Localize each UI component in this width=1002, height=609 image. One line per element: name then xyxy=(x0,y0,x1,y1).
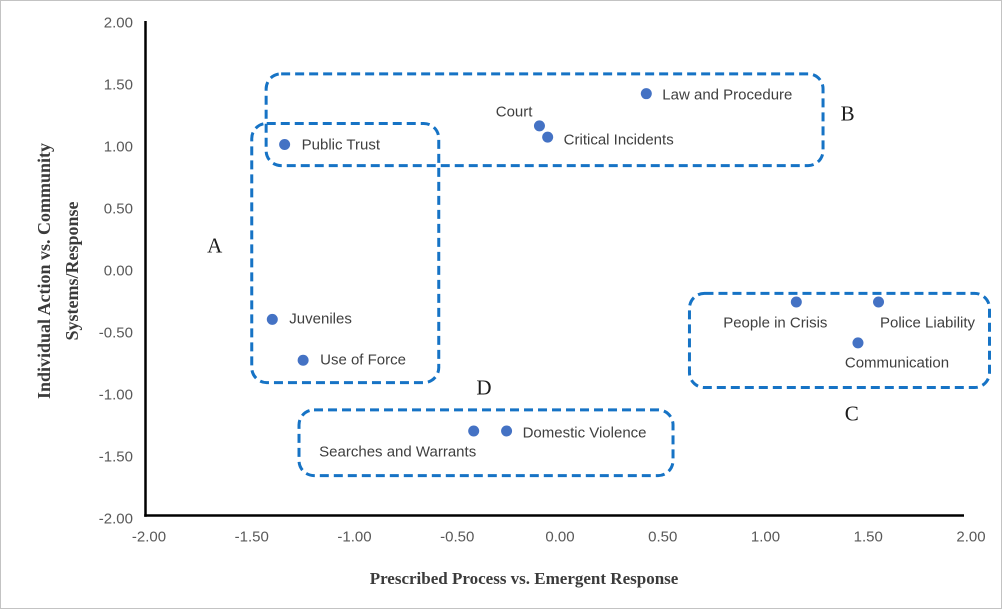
y-axis-title-line1: Individual Action vs. Community xyxy=(34,142,54,400)
group-letter-B: B xyxy=(840,101,855,126)
data-point-label: Communication xyxy=(844,354,950,372)
data-point xyxy=(852,337,864,349)
group-box-A xyxy=(250,121,441,385)
y-tick-label: -2.00 xyxy=(98,510,133,528)
x-tick-label: 0.50 xyxy=(648,528,678,546)
data-point xyxy=(297,354,309,366)
x-tick-label: 1.00 xyxy=(750,528,781,546)
data-point xyxy=(790,296,802,308)
data-point-label: People in Crisis xyxy=(723,314,828,332)
x-tick-label: -0.50 xyxy=(440,528,475,546)
data-point xyxy=(533,120,545,132)
x-tick-label: 0.00 xyxy=(545,528,575,546)
group-letter-C: C xyxy=(844,401,859,426)
group-box-C xyxy=(687,291,991,390)
data-point xyxy=(501,425,513,437)
data-point-label: Searches and Warrants xyxy=(319,443,477,461)
data-point-label: Law and Procedure xyxy=(662,86,793,104)
y-tick-label: -1.00 xyxy=(98,386,133,404)
x-tick-label: -2.00 xyxy=(131,528,167,546)
y-axis-title: Individual Action vs. Community Systems/… xyxy=(30,143,86,399)
data-point-label: Court xyxy=(495,103,533,121)
x-tick-label: 1.50 xyxy=(853,528,883,546)
data-point-label: Police Liability xyxy=(879,314,976,332)
group-box-D xyxy=(297,408,675,478)
group-box-B xyxy=(264,72,825,168)
x-axis-title: Prescribed Process vs. Emergent Response xyxy=(369,569,679,588)
y-tick-label: 2.00 xyxy=(103,14,133,32)
data-point xyxy=(468,425,480,437)
y-tick-label: 1.00 xyxy=(103,138,133,156)
x-tick-label: 2.00 xyxy=(956,528,986,546)
group-letter-D: D xyxy=(476,375,492,400)
data-point xyxy=(873,296,885,308)
y-tick-label: 1.50 xyxy=(103,76,133,94)
y-tick-label: 0.50 xyxy=(103,200,133,218)
data-point xyxy=(266,313,278,325)
data-point-label: Domestic Violence xyxy=(522,424,647,442)
y-axis-title-line2: Systems/Response xyxy=(62,201,82,341)
y-tick-label: 0.00 xyxy=(103,262,133,280)
data-point xyxy=(640,88,652,100)
data-point-label: Juveniles xyxy=(289,310,352,328)
data-point xyxy=(279,139,291,151)
y-tick-label: -0.50 xyxy=(98,324,133,342)
y-tick-label: -1.50 xyxy=(98,448,133,466)
data-point-label: Use of Force xyxy=(320,351,406,369)
x-tick-label: -1.00 xyxy=(337,528,372,546)
data-point-label: Critical Incidents xyxy=(563,131,674,149)
x-tick-label: -1.50 xyxy=(234,528,269,546)
data-point xyxy=(542,131,554,143)
group-letter-A: A xyxy=(207,233,223,258)
data-point-label: Public Trust xyxy=(301,136,380,154)
